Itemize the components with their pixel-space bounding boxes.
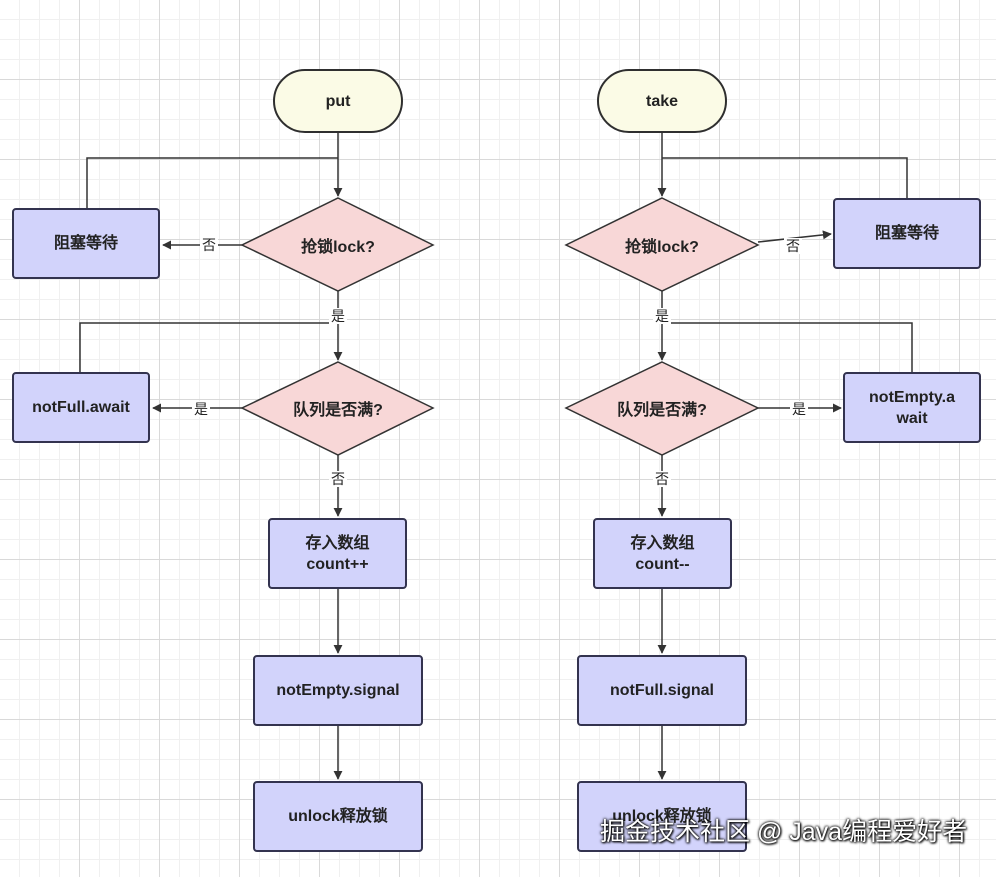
put-edge-label-lock-yes: 是 <box>329 308 347 324</box>
put-edge-label-lock-no: 否 <box>200 237 218 253</box>
put-unlock-node[interactable]: unlock释放锁 <box>253 781 423 852</box>
put-lock-decision-label: 抢锁lock? <box>301 239 375 256</box>
take-start-node[interactable]: take <box>597 69 727 133</box>
take-edge-block-loop <box>662 157 908 198</box>
take-edge-label-lock-no: 否 <box>784 238 802 254</box>
take-edge-label-empty-no: 否 <box>653 471 671 487</box>
watermark-text: 掘金技术社区 @ Java编程爱好者 <box>600 818 968 846</box>
take-signal-node[interactable]: notFull.signal <box>577 655 747 726</box>
take-store-node[interactable]: 存入数组 count-- <box>593 518 732 589</box>
take-lock-decision-label: 抢锁lock? <box>625 239 699 256</box>
put-signal-node[interactable]: notEmpty.signal <box>253 655 423 726</box>
put-edge-label-full-yes: 是 <box>192 401 210 417</box>
put-full-decision-label: 队列是否满? <box>293 402 383 419</box>
take-edge-label-empty-yes: 是 <box>790 401 808 417</box>
take-unlock-node[interactable]: unlock释放锁 <box>577 781 747 852</box>
put-start-node[interactable]: put <box>273 69 403 133</box>
put-block-wait-node[interactable]: 阻塞等待 <box>12 208 160 279</box>
take-await-node[interactable]: notEmpty.a wait <box>843 372 981 443</box>
put-await-node[interactable]: notFull.await <box>12 372 150 443</box>
take-block-wait-node[interactable]: 阻塞等待 <box>833 198 981 269</box>
put-edge-label-full-no: 否 <box>329 471 347 487</box>
take-empty-decision-label: 队列是否满? <box>617 402 707 419</box>
put-edge-block-loop <box>86 157 338 208</box>
put-edge-await-loop <box>79 322 338 372</box>
take-edge-await-loop <box>662 322 913 372</box>
put-store-node[interactable]: 存入数组 count++ <box>268 518 407 589</box>
take-edge-label-lock-yes: 是 <box>653 308 671 324</box>
